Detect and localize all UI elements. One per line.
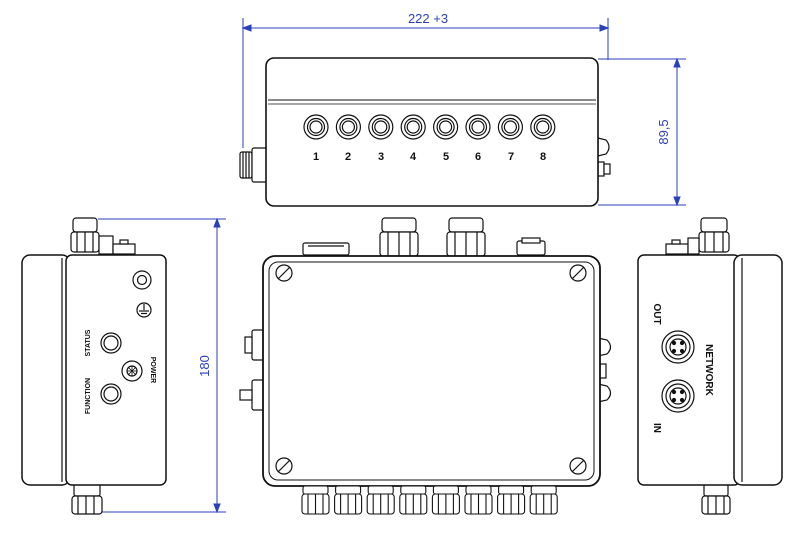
- bottom-gland-2: [334, 485, 363, 515]
- bottom-gland-4: [399, 485, 428, 515]
- front-view-right-connectors: [597, 337, 612, 403]
- network-in-connector[interactable]: [661, 379, 695, 413]
- bottom-gland-1: [301, 485, 330, 515]
- port-label-7: 7: [508, 151, 514, 163]
- right-view-lid: [733, 254, 783, 486]
- port-label-3: 3: [378, 151, 384, 163]
- left-view-top-gland: [70, 217, 136, 255]
- front-view: [239, 217, 612, 487]
- port-4[interactable]: [400, 114, 426, 140]
- out-label: OUT: [651, 303, 662, 324]
- port-7[interactable]: [497, 114, 523, 140]
- status-label: STATUS: [85, 329, 92, 356]
- front-view-top-gland-2: [446, 217, 486, 257]
- port-8[interactable]: [530, 114, 556, 140]
- top-view-body: [265, 57, 599, 207]
- right-view-base: [637, 254, 741, 486]
- port-label-8: 8: [540, 151, 546, 163]
- port-label-5: 5: [443, 151, 449, 163]
- in-label: IN: [651, 423, 662, 433]
- right-view-bottom-gland: [701, 483, 731, 515]
- port-3[interactable]: [368, 114, 394, 140]
- front-view-bottom-glands: [301, 485, 558, 515]
- bottom-gland-7: [497, 485, 526, 515]
- bottom-gland-8: [529, 485, 558, 515]
- top-view-port-labels: 1 2 3 4 5 6 7 8: [313, 151, 546, 163]
- corner-screws: [275, 264, 587, 475]
- port-1[interactable]: [303, 114, 329, 140]
- width-dimension-label: 222 +3: [408, 11, 448, 26]
- front-view-top-features: [302, 237, 546, 256]
- port-5[interactable]: [433, 114, 459, 140]
- port-2[interactable]: [335, 114, 361, 140]
- port-label-4: 4: [410, 151, 417, 163]
- bottom-gland-3: [366, 485, 395, 515]
- left-view: [21, 217, 167, 515]
- top-view-left-gland: [239, 147, 269, 183]
- port-6[interactable]: [465, 114, 491, 140]
- bottom-gland-5: [431, 485, 460, 515]
- depth-dimension: [98, 217, 226, 514]
- port-label-6: 6: [475, 151, 481, 163]
- network-label: NETWORK: [703, 344, 714, 396]
- bottom-gland-6: [464, 485, 493, 515]
- port-label-1: 1: [313, 151, 319, 163]
- left-view-lid: [21, 254, 71, 486]
- front-view-top-gland-1: [379, 217, 419, 257]
- height-dimension: [598, 57, 686, 207]
- left-view-bottom-gland: [71, 483, 103, 515]
- function-label: FUNCTION: [85, 378, 92, 414]
- network-out-connector[interactable]: [661, 330, 695, 364]
- right-view-top-gland: [665, 217, 730, 255]
- top-view-ports: [303, 114, 556, 140]
- height-dimension-label: 89,5: [656, 119, 671, 144]
- top-view: [239, 57, 611, 207]
- port-label-2: 2: [345, 151, 351, 163]
- power-label: POWER: [149, 357, 156, 383]
- right-view: [637, 217, 783, 515]
- width-dimension: [241, 18, 610, 148]
- depth-dimension-label: 180: [197, 355, 212, 377]
- top-view-right-connectors: [597, 137, 611, 177]
